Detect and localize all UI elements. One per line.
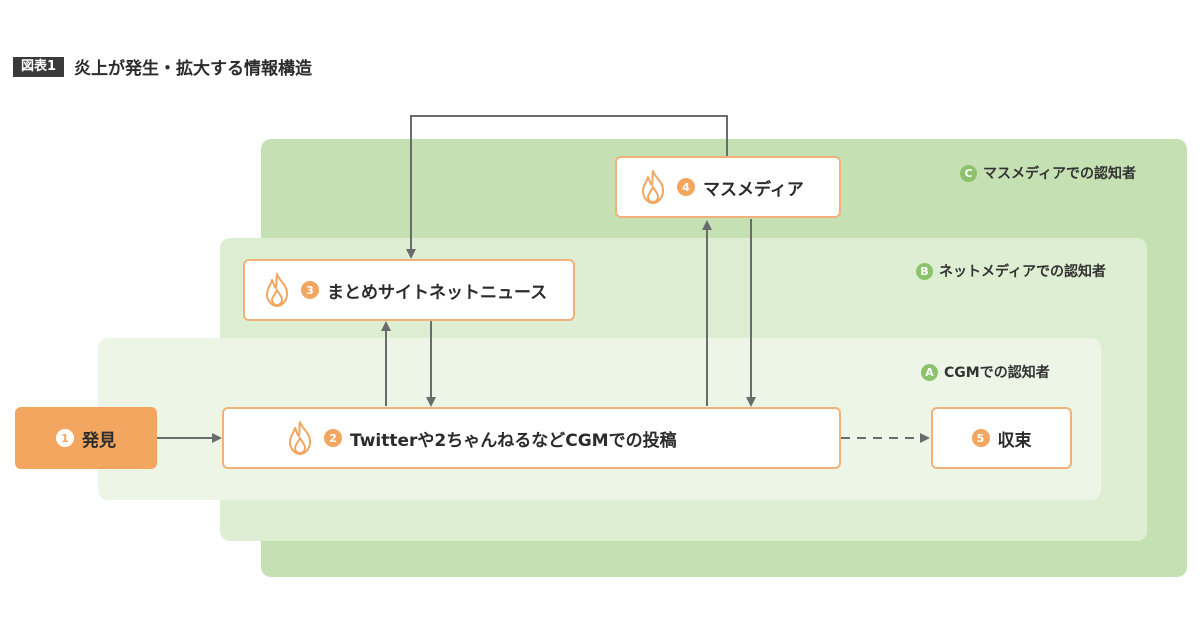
node-convergence-label: 収束 [997, 430, 1032, 451]
flame-icon [266, 273, 288, 307]
figure-tag: 図表1 [13, 56, 65, 77]
number-badge-2: 2 [324, 429, 342, 447]
node-discovery: 1 発見 [15, 407, 157, 469]
figure-title: 炎上が発生・拡大する情報構造 [74, 59, 313, 79]
number-badge-5: 5 [971, 429, 990, 447]
zone-c-badge: C [960, 164, 977, 182]
flame-icon [642, 170, 664, 204]
zone-a-label: A CGMでの認知者 [921, 362, 1050, 382]
zone-b-badge: B [916, 262, 933, 280]
zone-a-text: CGMでの認知者 [944, 365, 1050, 381]
flame-icon [289, 421, 311, 455]
zone-b-label: B ネットメディアでの認知者 [916, 261, 1106, 281]
node-matome-label: まとめサイトネットニュース [327, 282, 548, 303]
node-mass-media: 4 マスメディア [615, 156, 841, 218]
zone-b-text: ネットメディアでの認知者 [939, 264, 1107, 280]
node-convergence: 5 収束 [931, 407, 1072, 469]
zone-c-text: マスメディアでの認知者 [983, 166, 1137, 182]
number-badge-3: 3 [301, 281, 319, 299]
node-matome-news: 3 まとめサイトネットニュース [243, 259, 575, 321]
node-mass-media-label: マスメディア [703, 179, 804, 200]
arrow-massmedia-to-matome [406, 115, 728, 259]
node-cgm-post-label: Twitterや2ちゃんねるなどCGMでの投稿 [350, 430, 677, 451]
figure-header: 図表1 炎上が発生・拡大する情報構造 [13, 54, 312, 79]
zone-a-badge: A [921, 363, 938, 381]
number-badge-4: 4 [677, 178, 695, 196]
node-discovery-label: 発見 [82, 430, 116, 451]
zone-c-label: C マスメディアでの認知者 [960, 163, 1136, 183]
node-cgm-post: 2 Twitterや2ちゃんねるなどCGMでの投稿 [222, 407, 841, 469]
number-badge-1: 1 [56, 429, 74, 447]
